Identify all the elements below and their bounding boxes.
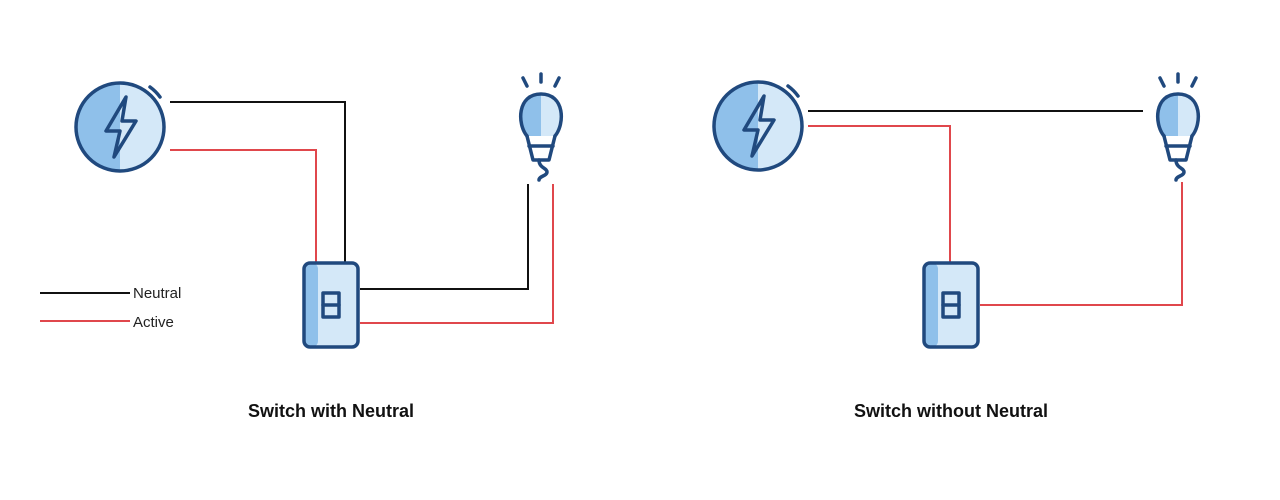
light-bulb-icon [518,72,564,182]
left-neutral-source-to-switch [170,101,346,262]
light-switch-icon [922,261,980,349]
right-active-source-to-switch [808,125,951,264]
legend-active-label: Active [133,314,174,331]
left-neutral-switch-to-bulb [360,184,529,290]
light-bulb-icon [1155,72,1201,182]
right-diagram-caption: Switch without Neutral [854,401,1048,421]
power-source-icon [74,81,166,173]
power-source-icon [712,80,804,172]
left-active-switch-to-bulb [360,184,554,324]
legend-neutral-label: Neutral [133,285,181,302]
left-diagram-caption: Switch with Neutral [248,401,414,421]
light-switch-icon [302,261,360,349]
right-active-switch-to-bulb [980,182,1183,306]
left-active-source-to-switch [170,149,317,262]
